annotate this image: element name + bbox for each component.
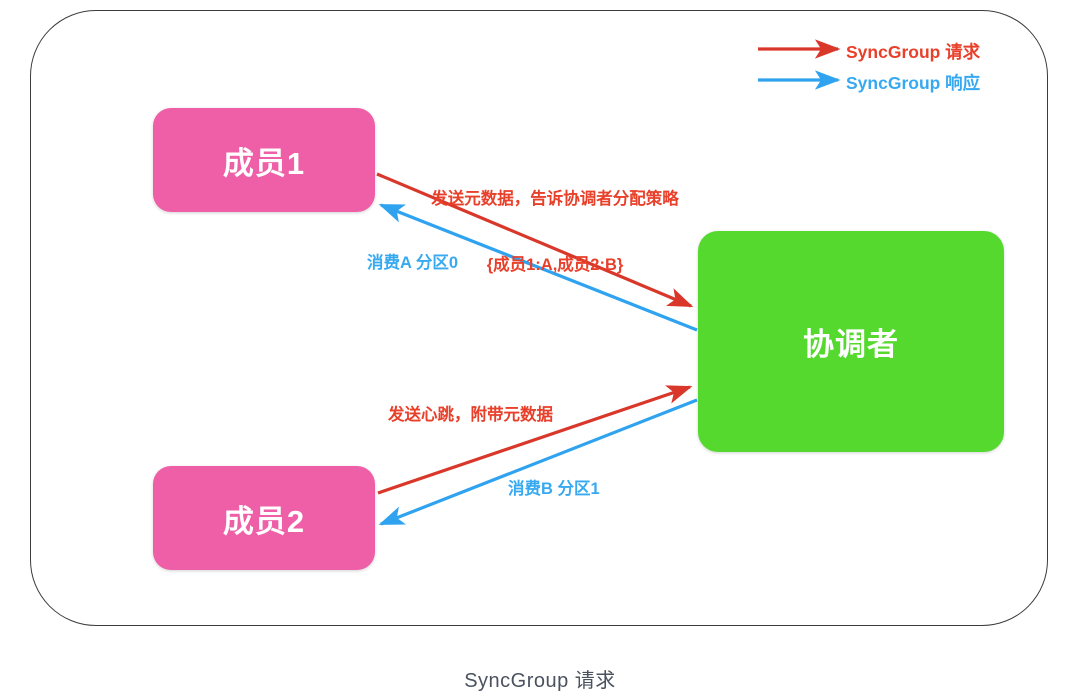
legend-response-label: SyncGroup 响应 — [846, 73, 981, 93]
node-member2-label: 成员2 — [222, 503, 306, 539]
edge-coordinator-to-member2 — [378, 398, 698, 526]
node-coordinator-label: 协调者 — [803, 327, 899, 362]
node-member2[interactable]: 成员2 — [153, 466, 375, 570]
edge-label-consume-b: 消费B 分区1 — [508, 480, 600, 498]
edge-label-consume-a: 消费A 分区0 — [367, 254, 459, 272]
edge-label-send-metadata: 发送元数据，告诉协调者分配策略 {成员1:A,成员2:B} — [410, 143, 700, 321]
legend-request-label: SyncGroup 请求 — [846, 42, 981, 62]
node-coordinator[interactable]: 协调者 — [698, 231, 1004, 452]
edge-label-send-metadata-line1: 发送元数据，告诉协调者分配策略 — [431, 189, 679, 208]
edge-label-send-metadata-line2: {成员1:A,成员2:B} — [486, 256, 624, 275]
edge-coordinator-to-member1 — [378, 203, 698, 332]
diagram-caption: SyncGroup 请求 — [464, 670, 616, 692]
edge-member2-to-coordinator — [377, 385, 693, 495]
edge-label-heartbeat: 发送心跳，附带元数据 — [388, 406, 553, 424]
node-member1-label: 成员1 — [222, 145, 306, 181]
edge-member1-to-coordinator — [376, 172, 694, 308]
node-member1[interactable]: 成员1 — [153, 108, 375, 212]
